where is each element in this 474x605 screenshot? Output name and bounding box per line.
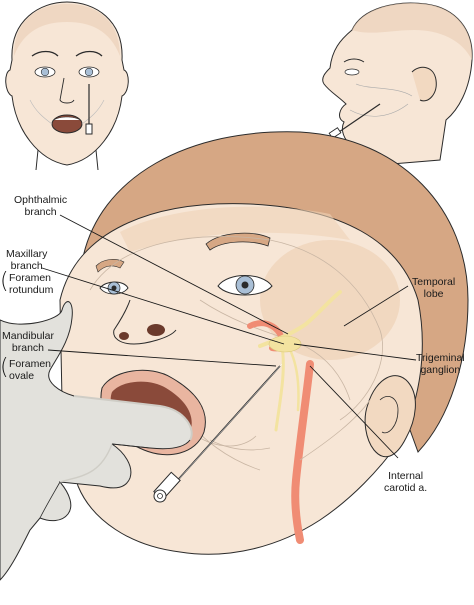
leader-temporal	[343, 285, 409, 327]
leader-lines	[41, 214, 417, 459]
leader-carotid	[309, 365, 399, 459]
label-ophthalmic-branch: Ophthalmic branch	[14, 194, 68, 218]
leader-trigeminal	[293, 343, 417, 361]
label-foramen-rotundum: Foramen rotundum	[9, 272, 54, 296]
label-foramen-ovale: Foramen ovale	[9, 358, 52, 382]
label-internal-carotid: Internal carotid a.	[384, 470, 428, 494]
main-head	[59, 131, 469, 555]
label-temporal-lobe: Temporal lobe	[412, 276, 456, 300]
leader-ophthalmic	[59, 214, 289, 335]
inset-side-face	[322, 2, 473, 166]
inset-front-face	[5, 1, 129, 171]
leader-mandibular	[47, 349, 277, 367]
label-maxillary-branch: Maxillary branch	[6, 248, 48, 272]
label-mandibular-branch: Mandibular branch	[2, 330, 54, 354]
leader-maxillary	[41, 267, 285, 345]
paren-ovale: (	[0, 355, 9, 380]
paren-rotundum: (	[0, 269, 9, 294]
gloved-hand	[0, 301, 283, 581]
label-trigeminal-ganglion: Trigeminal ganglion	[416, 352, 465, 376]
